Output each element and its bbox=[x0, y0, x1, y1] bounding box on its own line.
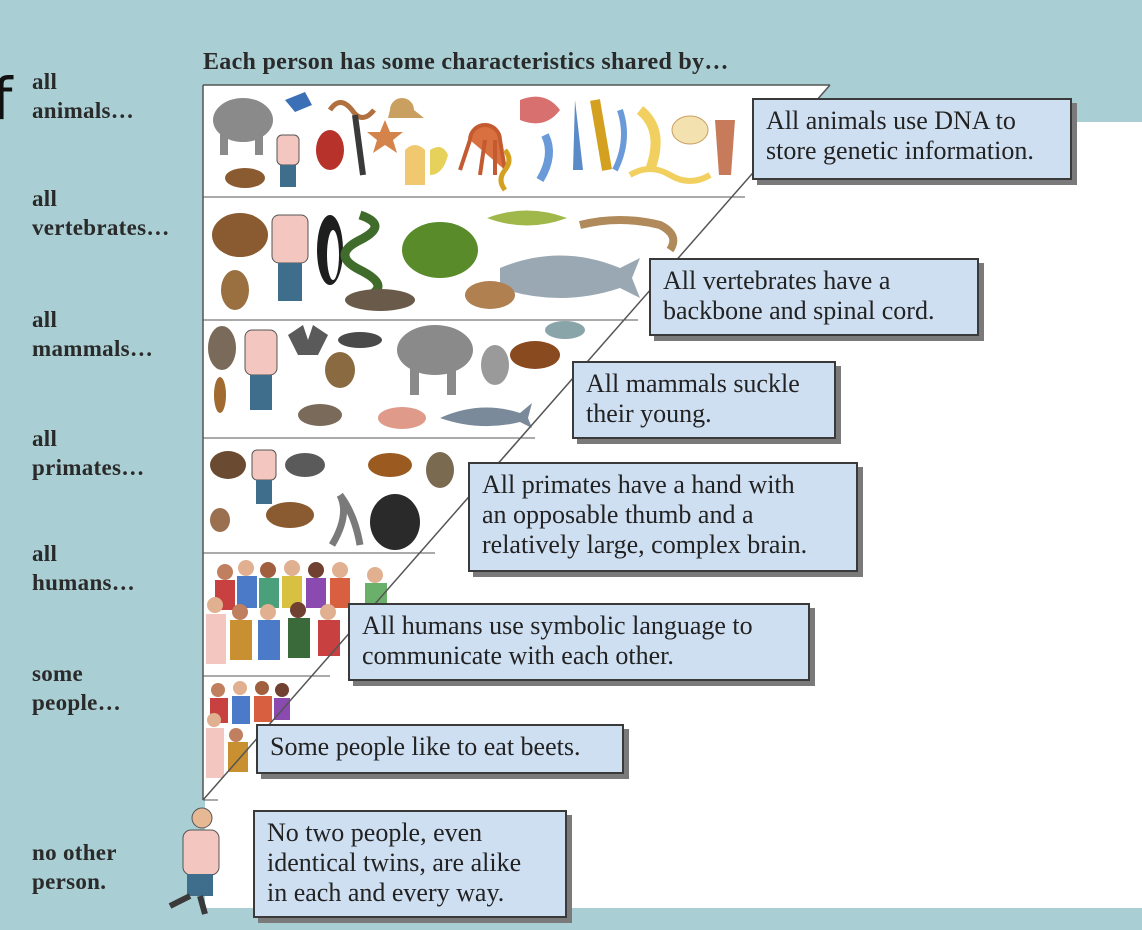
tier-vertebrates-illustration bbox=[212, 210, 678, 311]
small-crowd-icon bbox=[206, 681, 290, 778]
worm-icon bbox=[327, 100, 376, 120]
background-left-band bbox=[0, 0, 205, 930]
manatee-icon bbox=[545, 321, 585, 339]
pig-icon bbox=[378, 407, 426, 429]
elephant-icon bbox=[397, 325, 473, 375]
tier-mammals-illustration bbox=[208, 321, 585, 429]
rat-icon bbox=[338, 332, 382, 348]
gorilla-icon bbox=[370, 494, 420, 550]
owl-icon bbox=[221, 270, 249, 310]
person-icon bbox=[168, 807, 220, 915]
callout-some-people: Some people like to eat beets. bbox=[256, 724, 624, 774]
snake-icon bbox=[340, 210, 383, 300]
flounder-icon bbox=[465, 281, 515, 309]
snail-icon bbox=[388, 98, 424, 118]
diagram-title: Each person has some characteristics sha… bbox=[203, 49, 729, 75]
lobster-icon bbox=[520, 96, 560, 124]
crowd-icon bbox=[206, 560, 387, 664]
sponge-icon bbox=[715, 120, 735, 175]
sloth-icon bbox=[208, 326, 236, 370]
koala-icon bbox=[481, 345, 509, 385]
bat-icon bbox=[288, 325, 328, 355]
chimpanzee-icon bbox=[426, 452, 454, 488]
monkey-icon bbox=[210, 451, 246, 479]
trout-icon bbox=[487, 210, 567, 226]
armadillo-icon bbox=[298, 404, 342, 426]
stray-letter: f bbox=[0, 65, 13, 133]
mole-icon bbox=[345, 289, 415, 311]
frog-icon bbox=[402, 222, 478, 278]
person-icon bbox=[271, 214, 309, 264]
beetle-icon bbox=[316, 130, 344, 170]
tier-primates-illustration bbox=[210, 449, 454, 550]
monkey-icon bbox=[325, 352, 355, 388]
eel-icon bbox=[579, 216, 678, 253]
squid-icon bbox=[573, 100, 583, 170]
bird-icon bbox=[285, 92, 312, 112]
lemur-icon bbox=[285, 453, 325, 477]
shark-icon bbox=[500, 255, 640, 298]
person-icon bbox=[244, 329, 278, 376]
horse-icon bbox=[510, 341, 560, 369]
person-icon bbox=[276, 134, 300, 166]
whale-icon bbox=[440, 403, 532, 428]
triangle-outline bbox=[202, 84, 831, 801]
tarsier-icon bbox=[210, 508, 230, 532]
baboon-icon bbox=[266, 502, 314, 528]
dog-icon bbox=[225, 168, 265, 188]
caterpillar-icon bbox=[590, 99, 612, 171]
starfish-icon bbox=[367, 120, 403, 153]
insect-icon bbox=[352, 114, 366, 176]
orangutan-icon bbox=[368, 453, 412, 477]
person-icon bbox=[251, 449, 277, 481]
octopus-icon bbox=[458, 123, 507, 176]
gibbon-icon bbox=[328, 492, 364, 547]
dog-icon bbox=[212, 213, 268, 257]
tier-animals-illustration bbox=[213, 92, 735, 192]
jellyfish-icon bbox=[671, 115, 709, 145]
